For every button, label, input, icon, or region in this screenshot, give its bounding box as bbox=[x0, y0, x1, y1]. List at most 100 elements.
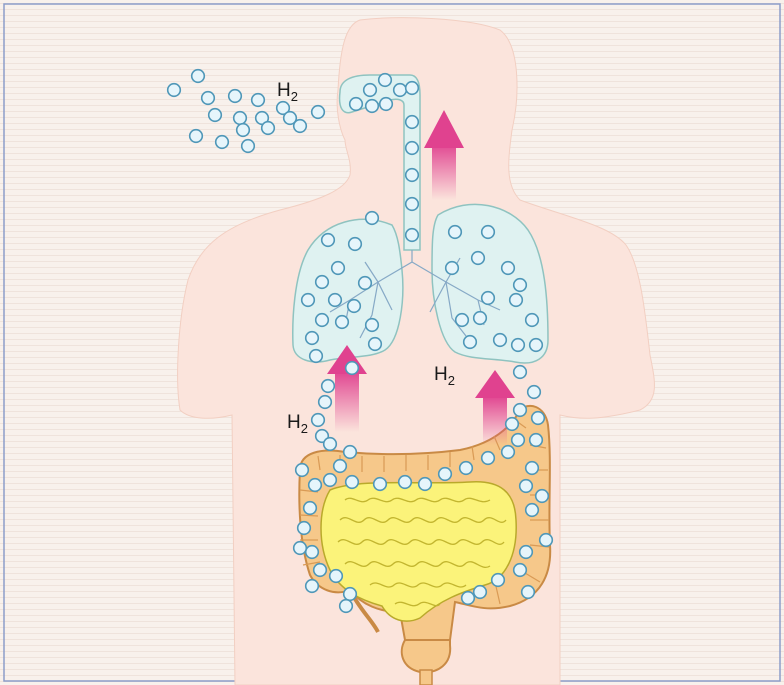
hydrogen-bubble-icon bbox=[324, 474, 337, 487]
hydrogen-bubble-icon bbox=[482, 226, 495, 239]
hydrogen-bubble-icon bbox=[494, 334, 507, 347]
hydrogen-bubble-icon bbox=[512, 339, 525, 352]
hydrogen-bubble-icon bbox=[520, 480, 533, 493]
hydrogen-bubble-icon bbox=[262, 122, 275, 135]
hydrogen-bubble-icon bbox=[322, 380, 335, 393]
hydrogen-bubble-icon bbox=[366, 319, 379, 332]
hydrogen-bubble-icon bbox=[399, 476, 412, 489]
hydrogen-bubble-icon bbox=[344, 446, 357, 459]
hydrogen-bubble-icon bbox=[439, 468, 452, 481]
hydrogen-bubble-icon bbox=[536, 490, 549, 503]
hydrogen-bubble-icon bbox=[306, 546, 319, 559]
rectum-outlet bbox=[420, 670, 432, 685]
hydrogen-bubble-icon bbox=[234, 112, 247, 125]
hydrogen-bubble-icon bbox=[364, 84, 377, 97]
hydrogen-bubble-icon bbox=[462, 592, 475, 605]
hydrogen-bubble-icon bbox=[319, 396, 332, 409]
hydrogen-bubble-icon bbox=[522, 586, 535, 599]
hydrogen-bubble-icon bbox=[406, 116, 419, 129]
hydrogen-bubble-icon bbox=[366, 100, 379, 113]
hydrogen-bubble-icon bbox=[344, 588, 357, 601]
h2-label-left-sub: 2 bbox=[301, 421, 308, 436]
hydrogen-bubble-icon bbox=[312, 106, 325, 119]
hydrogen-bubble-icon bbox=[348, 300, 361, 313]
hydrogen-bubble-icon bbox=[304, 502, 317, 515]
hydrogen-bubble-icon bbox=[346, 476, 359, 489]
hydrogen-bubble-icon bbox=[520, 546, 533, 559]
hydrogen-bubble-icon bbox=[380, 98, 393, 111]
hydrogen-bubble-icon bbox=[406, 198, 419, 211]
hydrogen-bubble-icon bbox=[482, 292, 495, 305]
hydrogen-bubble-icon bbox=[406, 229, 419, 242]
hydrogen-bubble-icon bbox=[474, 312, 487, 325]
hydrogen-bubble-icon bbox=[306, 332, 319, 345]
hydrogen-bubble-icon bbox=[192, 70, 205, 83]
hydrogen-bubble-icon bbox=[512, 434, 525, 447]
hydrogen-bubble-icon bbox=[252, 94, 265, 107]
hydrogen-bubble-icon bbox=[346, 362, 359, 375]
hydrogen-bubble-icon bbox=[334, 460, 347, 473]
hydrogen-bubble-icon bbox=[329, 294, 342, 307]
hydrogen-bubble-icon bbox=[369, 338, 382, 351]
hydrogen-bubble-icon bbox=[314, 564, 327, 577]
hydrogen-bubble-icon bbox=[322, 234, 335, 247]
hydrogen-bubble-icon bbox=[340, 600, 353, 613]
hydrogen-bubble-icon bbox=[374, 478, 387, 491]
hydrogen-bubble-icon bbox=[460, 462, 473, 475]
hydrogen-bubble-icon bbox=[242, 140, 255, 153]
hydrogen-bubble-icon bbox=[216, 136, 229, 149]
hydrogen-bubble-icon bbox=[506, 418, 519, 431]
hydrogen-bubble-icon bbox=[446, 262, 459, 275]
hydrogen-bubble-icon bbox=[302, 294, 315, 307]
h2-label-breath-sub: 2 bbox=[291, 89, 298, 104]
hydrogen-bubble-icon bbox=[306, 580, 319, 593]
hydrogen-bubble-icon bbox=[406, 82, 419, 95]
hydrogen-bubble-icon bbox=[294, 542, 307, 555]
hydrogen-bubble-icon bbox=[366, 212, 379, 225]
hydrogen-bubble-icon bbox=[526, 504, 539, 517]
h2-label-right-h: H bbox=[434, 364, 448, 385]
hydrogen-bubble-icon bbox=[419, 478, 432, 491]
hydrogen-bubble-icon bbox=[330, 570, 343, 583]
hydrogen-bubble-icon bbox=[514, 279, 527, 292]
hydrogen-bubble-icon bbox=[359, 277, 372, 290]
hydrogen-bubble-icon bbox=[530, 339, 543, 352]
hydrogen-bubble-icon bbox=[526, 314, 539, 327]
hydrogen-bubble-icon bbox=[502, 446, 515, 459]
hydrogen-bubble-icon bbox=[540, 534, 553, 547]
hydrogen-bubble-icon bbox=[309, 479, 322, 492]
hydrogen-bubble-icon bbox=[237, 124, 250, 137]
hydrogen-bubble-icon bbox=[456, 314, 469, 327]
hydrogen-bubble-icon bbox=[532, 412, 545, 425]
hydrogen-bubble-icon bbox=[350, 98, 363, 111]
hydrogen-bubble-icon bbox=[310, 350, 323, 363]
hydrogen-bubble-icon bbox=[526, 462, 539, 475]
hydrogen-bubble-icon bbox=[190, 130, 203, 143]
hydrogen-bubble-icon bbox=[209, 109, 222, 122]
hydrogen-bubble-icon bbox=[510, 294, 523, 307]
hydrogen-bubble-icon bbox=[316, 276, 329, 289]
hydrogen-bubble-icon bbox=[298, 522, 311, 535]
hydrogen-bubble-icon bbox=[324, 438, 337, 451]
hydrogen-bubble-icon bbox=[294, 120, 307, 133]
h2-label-left-h: H bbox=[287, 412, 301, 433]
hydrogen-bubble-icon bbox=[229, 90, 242, 103]
hydrogen-bubble-icon bbox=[312, 414, 325, 427]
hydrogen-bubble-icon bbox=[474, 586, 487, 599]
hydrogen-bubble-icon bbox=[202, 92, 215, 105]
hydrogen-bubble-icon bbox=[502, 262, 515, 275]
hydrogen-bubble-icon bbox=[514, 564, 527, 577]
hydrogen-bubble-icon bbox=[514, 404, 527, 417]
hydrogen-bubble-icon bbox=[332, 262, 345, 275]
hydrogen-bubble-icon bbox=[528, 386, 541, 399]
hydrogen-bubble-icon bbox=[349, 238, 362, 251]
hydrogen-bubble-icon bbox=[394, 84, 407, 97]
hydrogen-bubble-icon bbox=[406, 169, 419, 182]
hydrogen-bubble-icon bbox=[406, 142, 419, 155]
hydrogen-bubble-icon bbox=[472, 252, 485, 265]
hydrogen-bubble-icon bbox=[379, 74, 392, 87]
hydrogen-bubble-icon bbox=[449, 226, 462, 239]
h2-label-breath-h: H bbox=[277, 80, 291, 101]
